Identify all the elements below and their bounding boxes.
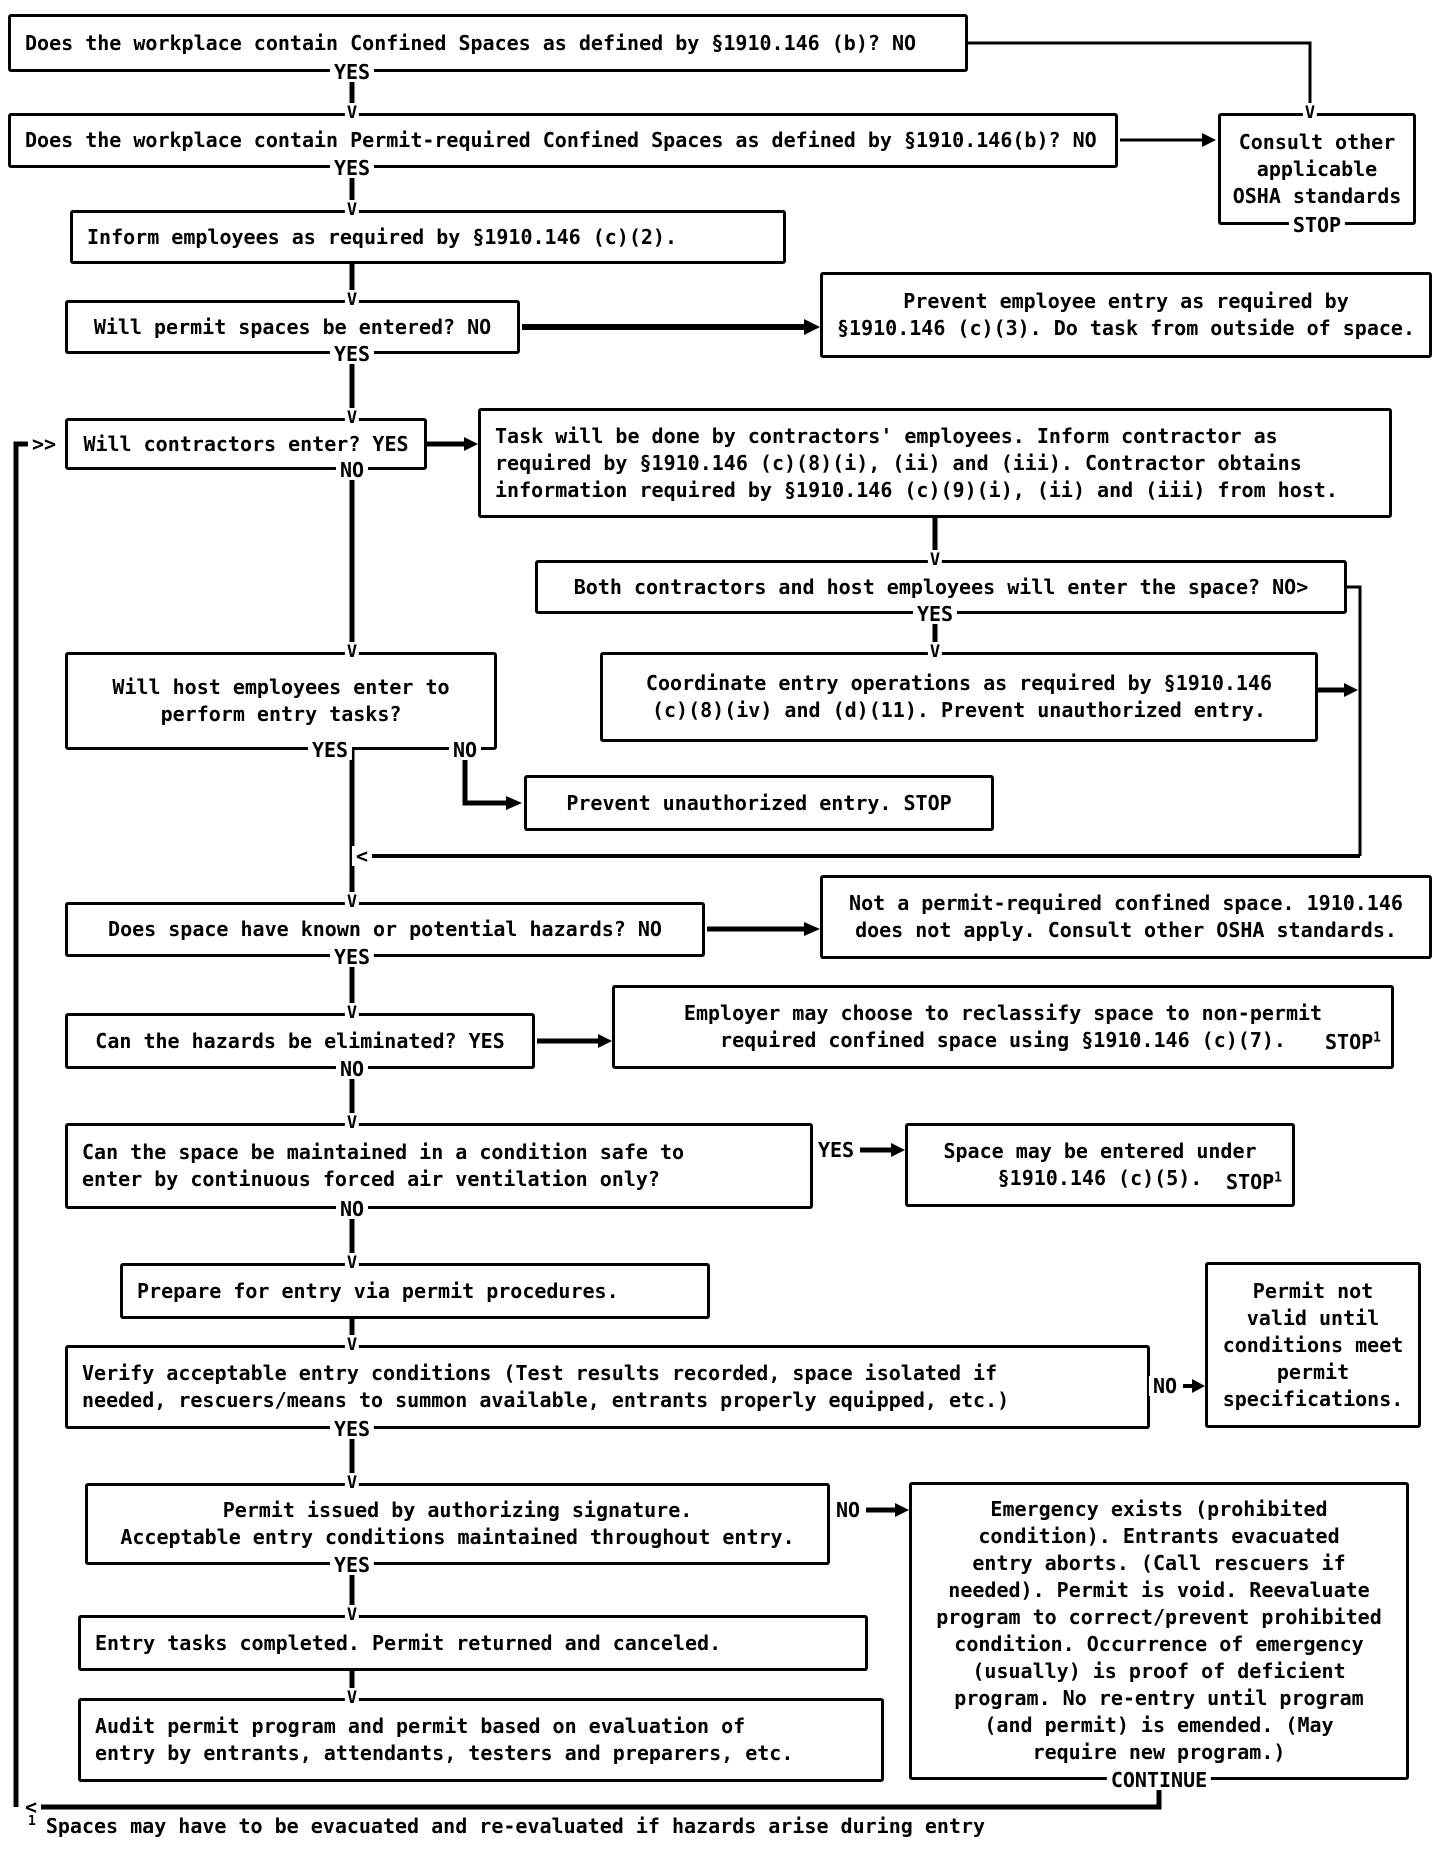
stop-superscript-label: STOP1: [1226, 1170, 1282, 1194]
node-consult-other: Consult other applicable OSHA standards: [1218, 113, 1416, 225]
yes-label: YES: [329, 947, 375, 967]
footnote-text: Spaces may have to be evacuated and re-e…: [45, 1814, 986, 1838]
node-q-entered: Will permit spaces be entered? NO: [65, 300, 520, 354]
arrowhead-v-icon: V: [1302, 103, 1318, 123]
node-permit-not-valid-text: Permit not valid until conditions meet p…: [1222, 1278, 1404, 1411]
node-q-permit-spaces-text: Does the workplace contain Permit-requir…: [25, 128, 1097, 152]
arrowhead-v-icon: V: [344, 1688, 360, 1708]
continue-label: CONTINUE: [1106, 1770, 1212, 1790]
arrowhead-v-icon: V: [344, 1335, 360, 1355]
node-verify-conditions: Verify acceptable entry conditions (Test…: [65, 1345, 1150, 1429]
node-prevent-entry-text: Prevent employee entry as required by §1…: [837, 289, 1415, 340]
arrowhead-v-icon: V: [344, 290, 360, 310]
no-label: NO: [335, 1199, 369, 1219]
footnote: 1 Spaces may have to be evacuated and re-…: [28, 1814, 986, 1838]
node-q-confined-text: Does the workplace contain Confined Spac…: [25, 30, 917, 55]
node-entry-tasks-complete-text: Entry tasks completed. Permit returned a…: [95, 1630, 722, 1655]
node-entered-under: Space may be entered under §1910.146 (c)…: [905, 1123, 1295, 1207]
yes-label: YES: [329, 344, 375, 364]
node-permit-issued-text: Permit issued by authorizing signature. …: [120, 1498, 795, 1549]
node-q-host-employees: Will host employees enter to perform ent…: [65, 652, 497, 750]
loop-back-chevron-icon: <: [20, 1797, 42, 1817]
arrowhead-v-icon: V: [927, 642, 943, 662]
node-q-both-enter: Both contractors and host employees will…: [535, 560, 1347, 614]
arrowhead-v-icon: V: [344, 103, 360, 123]
no-label: NO: [1148, 1376, 1182, 1396]
node-verify-conditions-text: Verify acceptable entry conditions (Test…: [82, 1361, 1010, 1412]
node-q-eliminate: Can the hazards be eliminated? YES: [65, 1013, 535, 1069]
node-entry-tasks-complete: Entry tasks completed. Permit returned a…: [78, 1615, 868, 1671]
arrowhead-v-icon: V: [344, 1473, 360, 1493]
node-permit-not-valid: Permit not valid until conditions meet p…: [1205, 1262, 1421, 1428]
stop-label: STOP: [1226, 1170, 1275, 1194]
node-q-ventilation: Can the space be maintained in a conditi…: [65, 1123, 813, 1209]
node-audit-program-text: Audit permit program and permit based on…: [95, 1714, 794, 1765]
node-consult-other-text: Consult other applicable OSHA standards: [1232, 129, 1402, 208]
node-permit-issued: Permit issued by authorizing signature. …: [85, 1483, 830, 1565]
arrowhead-v-icon: V: [344, 1253, 360, 1273]
node-entered-under-text: Space may be entered under §1910.146 (c)…: [943, 1139, 1257, 1190]
no-label: NO: [831, 1500, 865, 1520]
node-prevent-unauthorized-text: Prevent unauthorized entry. STOP: [566, 790, 952, 815]
node-q-both-enter-text: Both contractors and host employees will…: [573, 574, 1309, 599]
node-inform-employees: Inform employees as required by §1910.14…: [70, 210, 786, 264]
yes-label: YES: [329, 1555, 375, 1575]
yes-label: YES: [329, 158, 375, 178]
footnote-marker: 1: [1373, 1030, 1381, 1046]
node-inform-employees-text: Inform employees as required by §1910.14…: [87, 224, 678, 249]
arrowhead-v-icon: V: [344, 1605, 360, 1625]
stop-superscript-label: STOP1: [1325, 1030, 1381, 1054]
yes-label: YES: [912, 604, 958, 624]
node-q-permit-spaces: Does the workplace contain Permit-requir…: [8, 113, 1118, 168]
node-q-entered-text: Will permit spaces be entered? NO: [93, 314, 492, 339]
node-prevent-unauthorized: Prevent unauthorized entry. STOP: [524, 775, 994, 831]
stop-label: STOP: [1288, 215, 1346, 235]
footnote-marker: 1: [28, 1814, 36, 1830]
node-not-permit-space: Not a permit-required confined space. 19…: [820, 875, 1432, 959]
node-q-ventilation-text: Can the space be maintained in a conditi…: [82, 1140, 685, 1191]
no-label: NO: [448, 740, 482, 760]
arrowhead-v-icon: V: [927, 550, 943, 570]
node-q-contractors: Will contractors enter? YES: [65, 418, 427, 470]
node-not-permit-space-text: Not a permit-required confined space. 19…: [849, 891, 1403, 942]
node-q-confined: Does the workplace contain Confined Spac…: [8, 14, 968, 72]
loop-in-chevrons-icon: >>: [27, 434, 61, 454]
yes-label: YES: [329, 62, 375, 82]
node-q-hazards-text: Does space have known or potential hazar…: [108, 917, 662, 941]
node-q-hazards: Does space have known or potential hazar…: [65, 902, 705, 957]
arrowhead-v-icon: V: [344, 1003, 360, 1023]
node-contractor-task-text: Task will be done by contractors' employ…: [495, 423, 1338, 502]
arrowhead-v-icon: V: [344, 1113, 360, 1133]
node-prevent-entry: Prevent employee entry as required by §1…: [820, 272, 1432, 358]
arrowhead-v-icon: V: [344, 200, 360, 220]
node-prepare-entry: Prepare for entry via permit procedures.: [120, 1263, 710, 1319]
arrowhead-v-icon: V: [344, 892, 360, 912]
arrowhead-v-icon: V: [344, 408, 360, 428]
node-reclassify: Employer may choose to reclassify space …: [612, 985, 1394, 1069]
node-q-host-employees-text: Will host employees enter to perform ent…: [112, 675, 450, 726]
footnote-marker: 1: [1274, 1170, 1282, 1186]
stop-label: STOP: [1325, 1030, 1374, 1054]
no-label: NO: [335, 1059, 369, 1079]
yes-label: YES: [329, 1419, 375, 1439]
node-emergency: Emergency exists (prohibited condition).…: [909, 1482, 1409, 1780]
node-coordinate-entry: Coordinate entry operations as required …: [600, 652, 1318, 742]
node-emergency-text: Emergency exists (prohibited condition).…: [936, 1497, 1382, 1764]
arrowhead-v-icon: V: [344, 642, 360, 662]
yes-label: YES: [307, 740, 353, 760]
no-label: NO: [335, 460, 369, 480]
loop-back-chevron-icon: <: [351, 846, 373, 866]
node-contractor-task: Task will be done by contractors' employ…: [478, 408, 1392, 518]
node-coordinate-entry-text: Coordinate entry operations as required …: [645, 671, 1273, 722]
node-reclassify-text: Employer may choose to reclassify space …: [683, 1001, 1323, 1052]
yes-label: YES: [813, 1140, 859, 1160]
node-prepare-entry-text: Prepare for entry via permit procedures.: [137, 1278, 619, 1303]
node-audit-program: Audit permit program and permit based on…: [78, 1698, 884, 1782]
node-q-eliminate-text: Can the hazards be eliminated? YES: [95, 1028, 505, 1053]
node-q-contractors-text: Will contractors enter? YES: [83, 431, 409, 456]
